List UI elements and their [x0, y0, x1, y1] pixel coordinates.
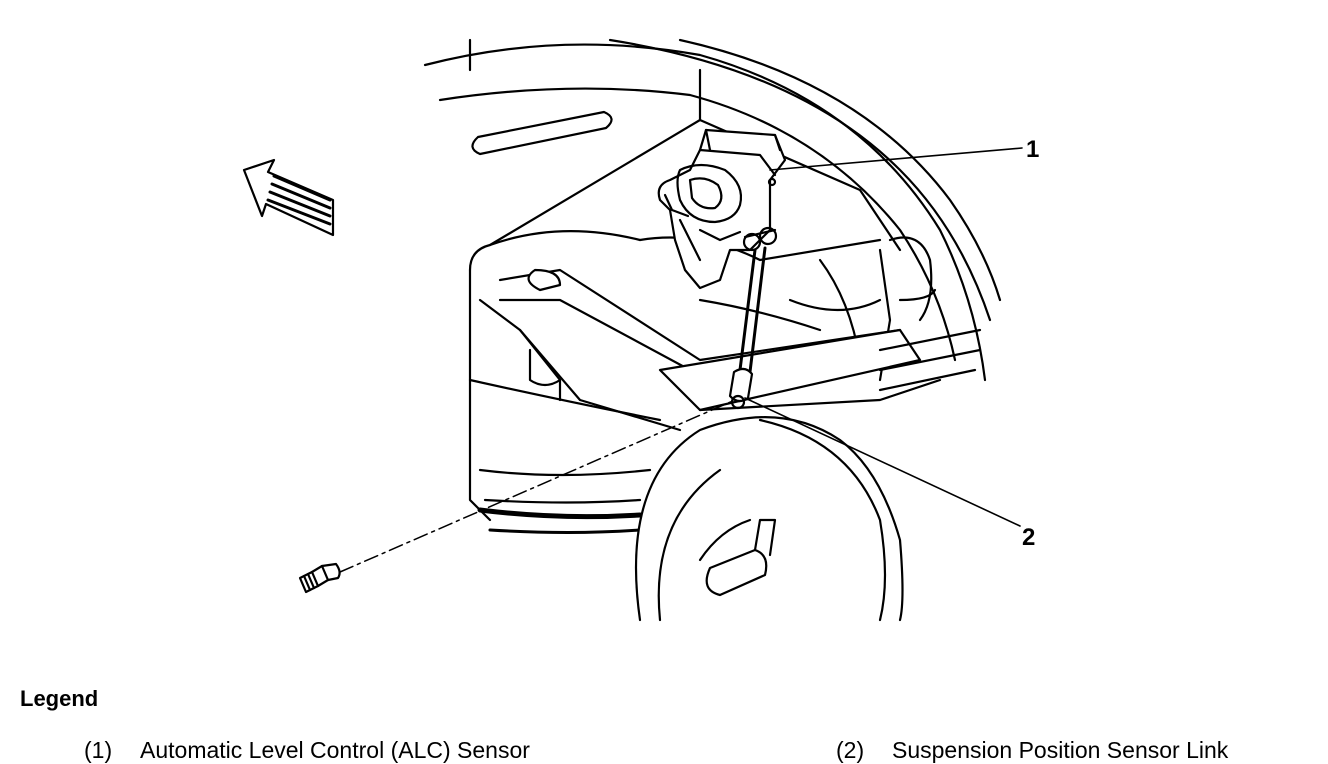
brake-rotor [634, 416, 904, 622]
legend-item-sensor-link: (2) Suspension Position Sensor Link [836, 737, 1228, 764]
sensor-link [728, 246, 767, 410]
alc-sensor [657, 128, 787, 290]
legend-item-number: (2) [836, 737, 865, 763]
suspension-sensor-illustration [242, 38, 1023, 622]
fender-slot [471, 110, 613, 156]
legend-item-number: (1) [84, 737, 113, 763]
frame-structure [468, 118, 937, 534]
legend-item-label: Suspension Position Sensor Link [892, 737, 1229, 763]
callout-number-1: 1 [1026, 136, 1040, 163]
leader-lines [744, 147, 1023, 527]
legend-item-alc-sensor: (1) Automatic Level Control (ALC) Sensor [84, 737, 530, 764]
arrow-forward-icon [242, 158, 335, 237]
legend-title: Legend [20, 686, 99, 711]
legend-item-label: Automatic Level Control (ALC) Sensor [140, 737, 530, 763]
fender-arcs [423, 38, 1002, 382]
callout-number-2: 2 [1022, 524, 1036, 551]
bolt-icon [298, 399, 736, 594]
suspension-arm [658, 328, 982, 412]
